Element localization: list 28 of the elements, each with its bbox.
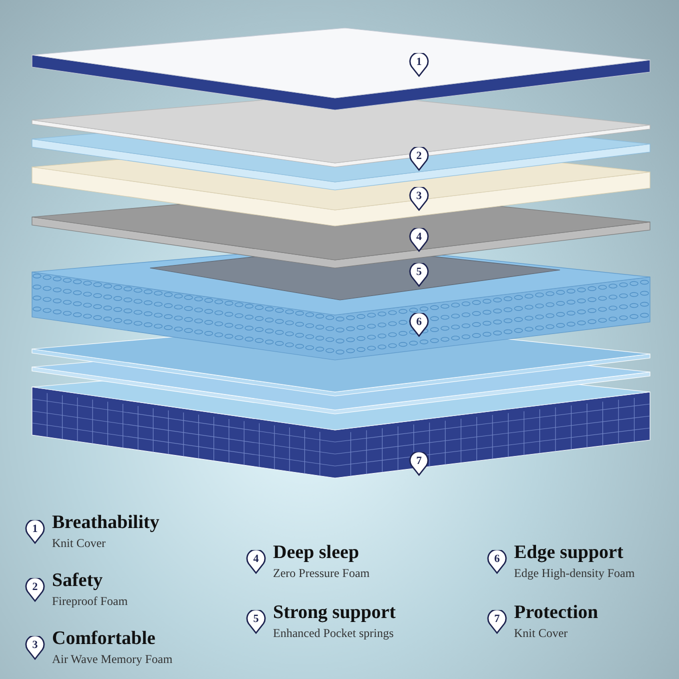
layer-material-text: Zero Pressure Foam <box>273 566 370 581</box>
callout-number: 2 <box>25 578 45 602</box>
callout-number: 1 <box>409 53 429 77</box>
callout-number: 6 <box>487 550 507 574</box>
callout-number: 4 <box>246 550 266 574</box>
feature-heading: Strong support <box>273 602 396 624</box>
feature-heading: Breathability <box>52 512 160 534</box>
callout-number: 7 <box>409 452 429 476</box>
layer-material-text: Edge High-density Foam <box>514 566 635 581</box>
callout-number: 2 <box>409 147 429 171</box>
callout-number: 7 <box>487 610 507 634</box>
feature-heading: Protection <box>514 602 598 624</box>
feature-heading: Comfortable <box>52 628 156 650</box>
layer-material-text: Fireproof Foam <box>52 594 128 609</box>
layer-material-text: Enhanced Pocket springs <box>273 626 394 641</box>
callout-number: 6 <box>409 313 429 337</box>
callout-number: 3 <box>409 187 429 211</box>
callout-number: 3 <box>25 636 45 660</box>
feature-heading: Edge support <box>514 542 624 564</box>
layer-material-text: Air Wave Memory Foam <box>52 652 172 667</box>
callout-number: 5 <box>246 610 266 634</box>
callout-number: 4 <box>409 228 429 252</box>
feature-heading: Deep sleep <box>273 542 360 564</box>
layer-material-text: Knit Cover <box>52 536 106 551</box>
feature-heading: Safety <box>52 570 103 592</box>
callout-number: 1 <box>25 520 45 544</box>
callout-number: 5 <box>409 263 429 287</box>
layer-material-text: Knit Cover <box>514 626 568 641</box>
